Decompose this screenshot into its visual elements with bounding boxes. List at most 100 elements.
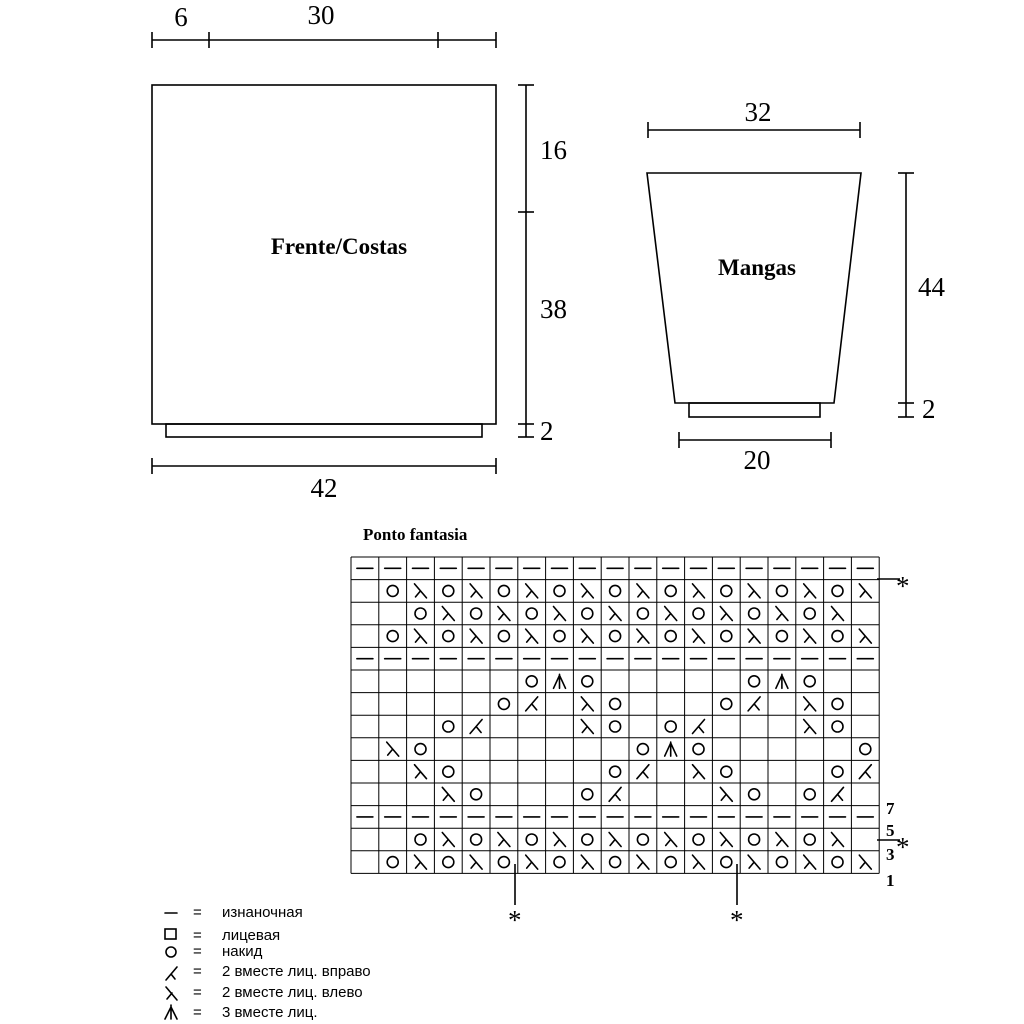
k2tog-right-stitch bbox=[747, 696, 761, 712]
k2tog-left-stitch bbox=[691, 854, 706, 870]
k2tog-right-stitch bbox=[524, 696, 539, 712]
yarn-over-stitch bbox=[608, 697, 622, 711]
k2tog-left-stitch bbox=[441, 831, 456, 848]
yarn-over-stitch bbox=[719, 584, 733, 598]
front-back-rib bbox=[165, 423, 483, 438]
sleeve-height: 44 bbox=[918, 272, 946, 302]
legend-k2tog-left: 2 вместе лиц. влево bbox=[222, 984, 363, 1001]
yarn-over-stitch bbox=[719, 855, 733, 869]
yarn-over-stitch bbox=[525, 833, 539, 846]
yarn-over-stitch bbox=[580, 787, 594, 801]
front-bottom-width: 42 bbox=[311, 473, 338, 503]
yarn-over-stitch bbox=[803, 787, 817, 801]
yarn-over-stitch bbox=[608, 765, 622, 779]
sleeve-rib bbox=[688, 402, 821, 418]
yarn-over-stitch bbox=[497, 584, 511, 598]
yarn-over-stitch bbox=[441, 855, 455, 869]
k2tog-left-stitch bbox=[469, 628, 483, 644]
k2tog-left-stitch bbox=[524, 854, 539, 870]
k2tog-left-stitch bbox=[775, 605, 789, 622]
legend-equals: = bbox=[193, 904, 202, 921]
k2tog-left-stitch bbox=[580, 628, 595, 644]
k2tog-left-stitch bbox=[413, 763, 428, 780]
yarn-over-stitch bbox=[636, 607, 650, 620]
k2tog-left-stitch bbox=[636, 628, 650, 644]
repeat-marker-top: * bbox=[896, 571, 910, 601]
legend-k3tog: 3 вместе лиц. bbox=[222, 1004, 318, 1021]
k2tog-left-stitch bbox=[858, 628, 873, 644]
yarn-over-stitch bbox=[386, 855, 400, 869]
k3tog-stitch bbox=[775, 673, 789, 690]
k2tog-left-stitch bbox=[719, 786, 734, 803]
yarn-over-stitch bbox=[414, 833, 427, 846]
yarn-over-stitch bbox=[692, 742, 705, 756]
sleeve-piece: 32 Mangas 44 2 20 bbox=[646, 97, 946, 475]
yarn-over-stitch bbox=[553, 855, 566, 869]
k2tog-left-stitch bbox=[497, 831, 511, 848]
k2tog-left-stitch bbox=[608, 605, 622, 622]
sleeve-top-width: 32 bbox=[745, 97, 772, 127]
row-number-1: 1 bbox=[886, 871, 895, 890]
k2tog-left-stitch bbox=[691, 628, 706, 644]
yarn-over-stitch bbox=[608, 584, 622, 598]
knit-symbol-icon bbox=[164, 928, 177, 940]
k2tog-left-stitch bbox=[719, 605, 734, 622]
yarn-over-stitch bbox=[636, 833, 650, 846]
repeat-marker-right: * bbox=[896, 832, 910, 862]
k2tog-left-stitch bbox=[802, 583, 817, 599]
k2tog-left-stitch bbox=[413, 854, 428, 870]
yarn-over-stitch bbox=[858, 742, 872, 756]
sleeve-rib-height: 2 bbox=[922, 394, 936, 424]
k2tog-left-stitch bbox=[413, 628, 428, 644]
k2tog-left-stitch bbox=[802, 696, 817, 712]
yarn-over-stitch bbox=[608, 720, 622, 733]
legend-equals: = bbox=[193, 927, 202, 944]
front-neck-width: 30 bbox=[308, 0, 335, 30]
yarn-over-stitch bbox=[831, 855, 844, 869]
yarn-over-stitch bbox=[553, 584, 566, 598]
k2tog-left-stitch bbox=[469, 583, 483, 599]
k2tog-left-stitch bbox=[441, 605, 456, 622]
yarn-over-stitch bbox=[775, 629, 789, 643]
yarn-over-stitch bbox=[664, 720, 678, 733]
k2tog-right-stitch bbox=[830, 786, 845, 803]
sleeve-body bbox=[646, 172, 862, 404]
yarn-over-stitch bbox=[664, 629, 678, 643]
yarn-over-stitch bbox=[553, 629, 566, 643]
k2tog-left-stitch bbox=[636, 583, 650, 599]
k2tog-left-symbol-icon bbox=[165, 986, 178, 1001]
k2tog-left-stitch bbox=[775, 831, 789, 848]
front-top-left-width: 6 bbox=[174, 2, 188, 32]
row-number-3: 3 bbox=[886, 845, 895, 864]
legend-equals: = bbox=[193, 943, 202, 960]
k2tog-left-stitch bbox=[413, 583, 428, 599]
yarn-over-stitch bbox=[636, 742, 650, 756]
sleeve-label: Mangas bbox=[718, 255, 796, 280]
repeat-marker-bottom-right: * bbox=[730, 905, 744, 935]
yarn-over-stitch bbox=[386, 629, 400, 643]
k2tog-left-stitch bbox=[747, 583, 761, 599]
yarn-over-stitch bbox=[664, 855, 678, 869]
yarn-over-stitch bbox=[803, 607, 817, 620]
yarn-over-stitch bbox=[469, 787, 483, 801]
yarn-over-stitch bbox=[747, 674, 761, 688]
k2tog-left-stitch bbox=[469, 854, 483, 870]
yarn-over-stitch bbox=[747, 787, 761, 801]
repeat-marker-bottom-left: * bbox=[508, 905, 522, 935]
legend-k2tog-right: 2 вместе лиц. вправо bbox=[222, 963, 371, 980]
yarn-over-stitch bbox=[803, 833, 817, 846]
yarn-over-stitch bbox=[441, 629, 455, 643]
k2tog-left-stitch bbox=[747, 854, 761, 870]
yarn-over-stitch bbox=[803, 674, 817, 688]
legend-equals: = bbox=[193, 984, 202, 1001]
yarn-over-stitch bbox=[580, 607, 594, 620]
yarn-over-stitch bbox=[441, 765, 455, 779]
k2tog-left-stitch bbox=[802, 854, 817, 870]
legend-equals: = bbox=[193, 963, 202, 980]
k2tog-left-stitch bbox=[830, 605, 845, 622]
k2tog-right-symbol-icon bbox=[165, 966, 178, 981]
k2tog-left-stitch bbox=[524, 628, 539, 644]
yarn-over-stitch bbox=[747, 833, 761, 846]
k2tog-left-stitch bbox=[580, 718, 595, 735]
front-height-lower: 38 bbox=[540, 294, 567, 324]
